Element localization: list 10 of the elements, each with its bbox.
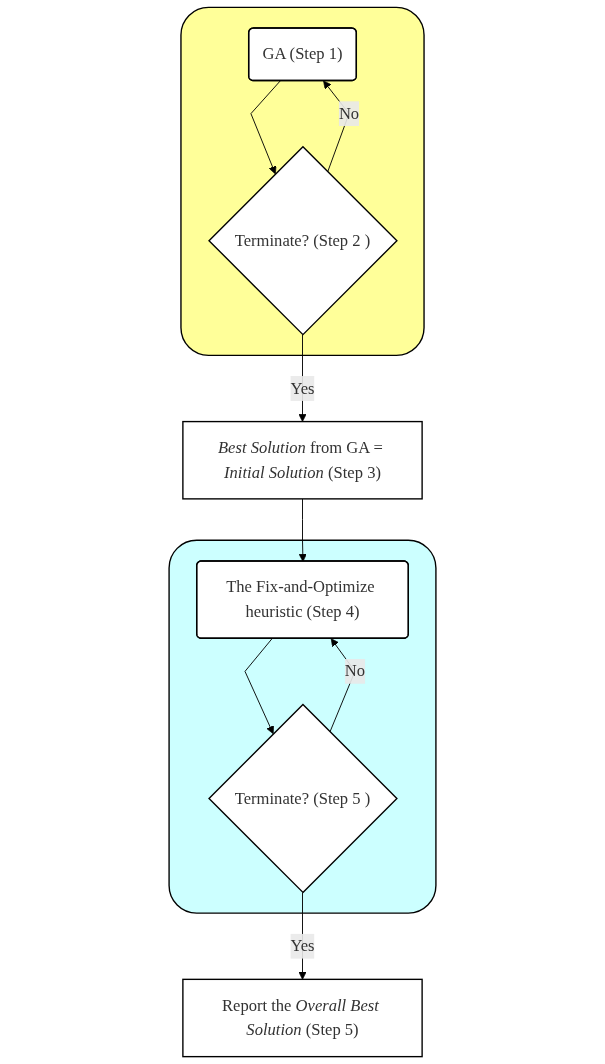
edge-label: No (344, 661, 366, 681)
edge-label: Yes (290, 936, 315, 955)
cluster (180, 6, 425, 357)
edge-label: Yes (290, 378, 315, 398)
cluster (168, 539, 437, 914)
node-box: Report the Overall Best Solution (Step 5) (182, 978, 423, 1058)
edge-label: No (338, 103, 360, 123)
node-diamond: Terminate? (Step 2 ) (208, 145, 398, 336)
node-diamond: Terminate? (Step 5 ) (208, 703, 398, 894)
node-box: Best Solution from GA = Initial Solution (Step 3) (182, 420, 423, 500)
